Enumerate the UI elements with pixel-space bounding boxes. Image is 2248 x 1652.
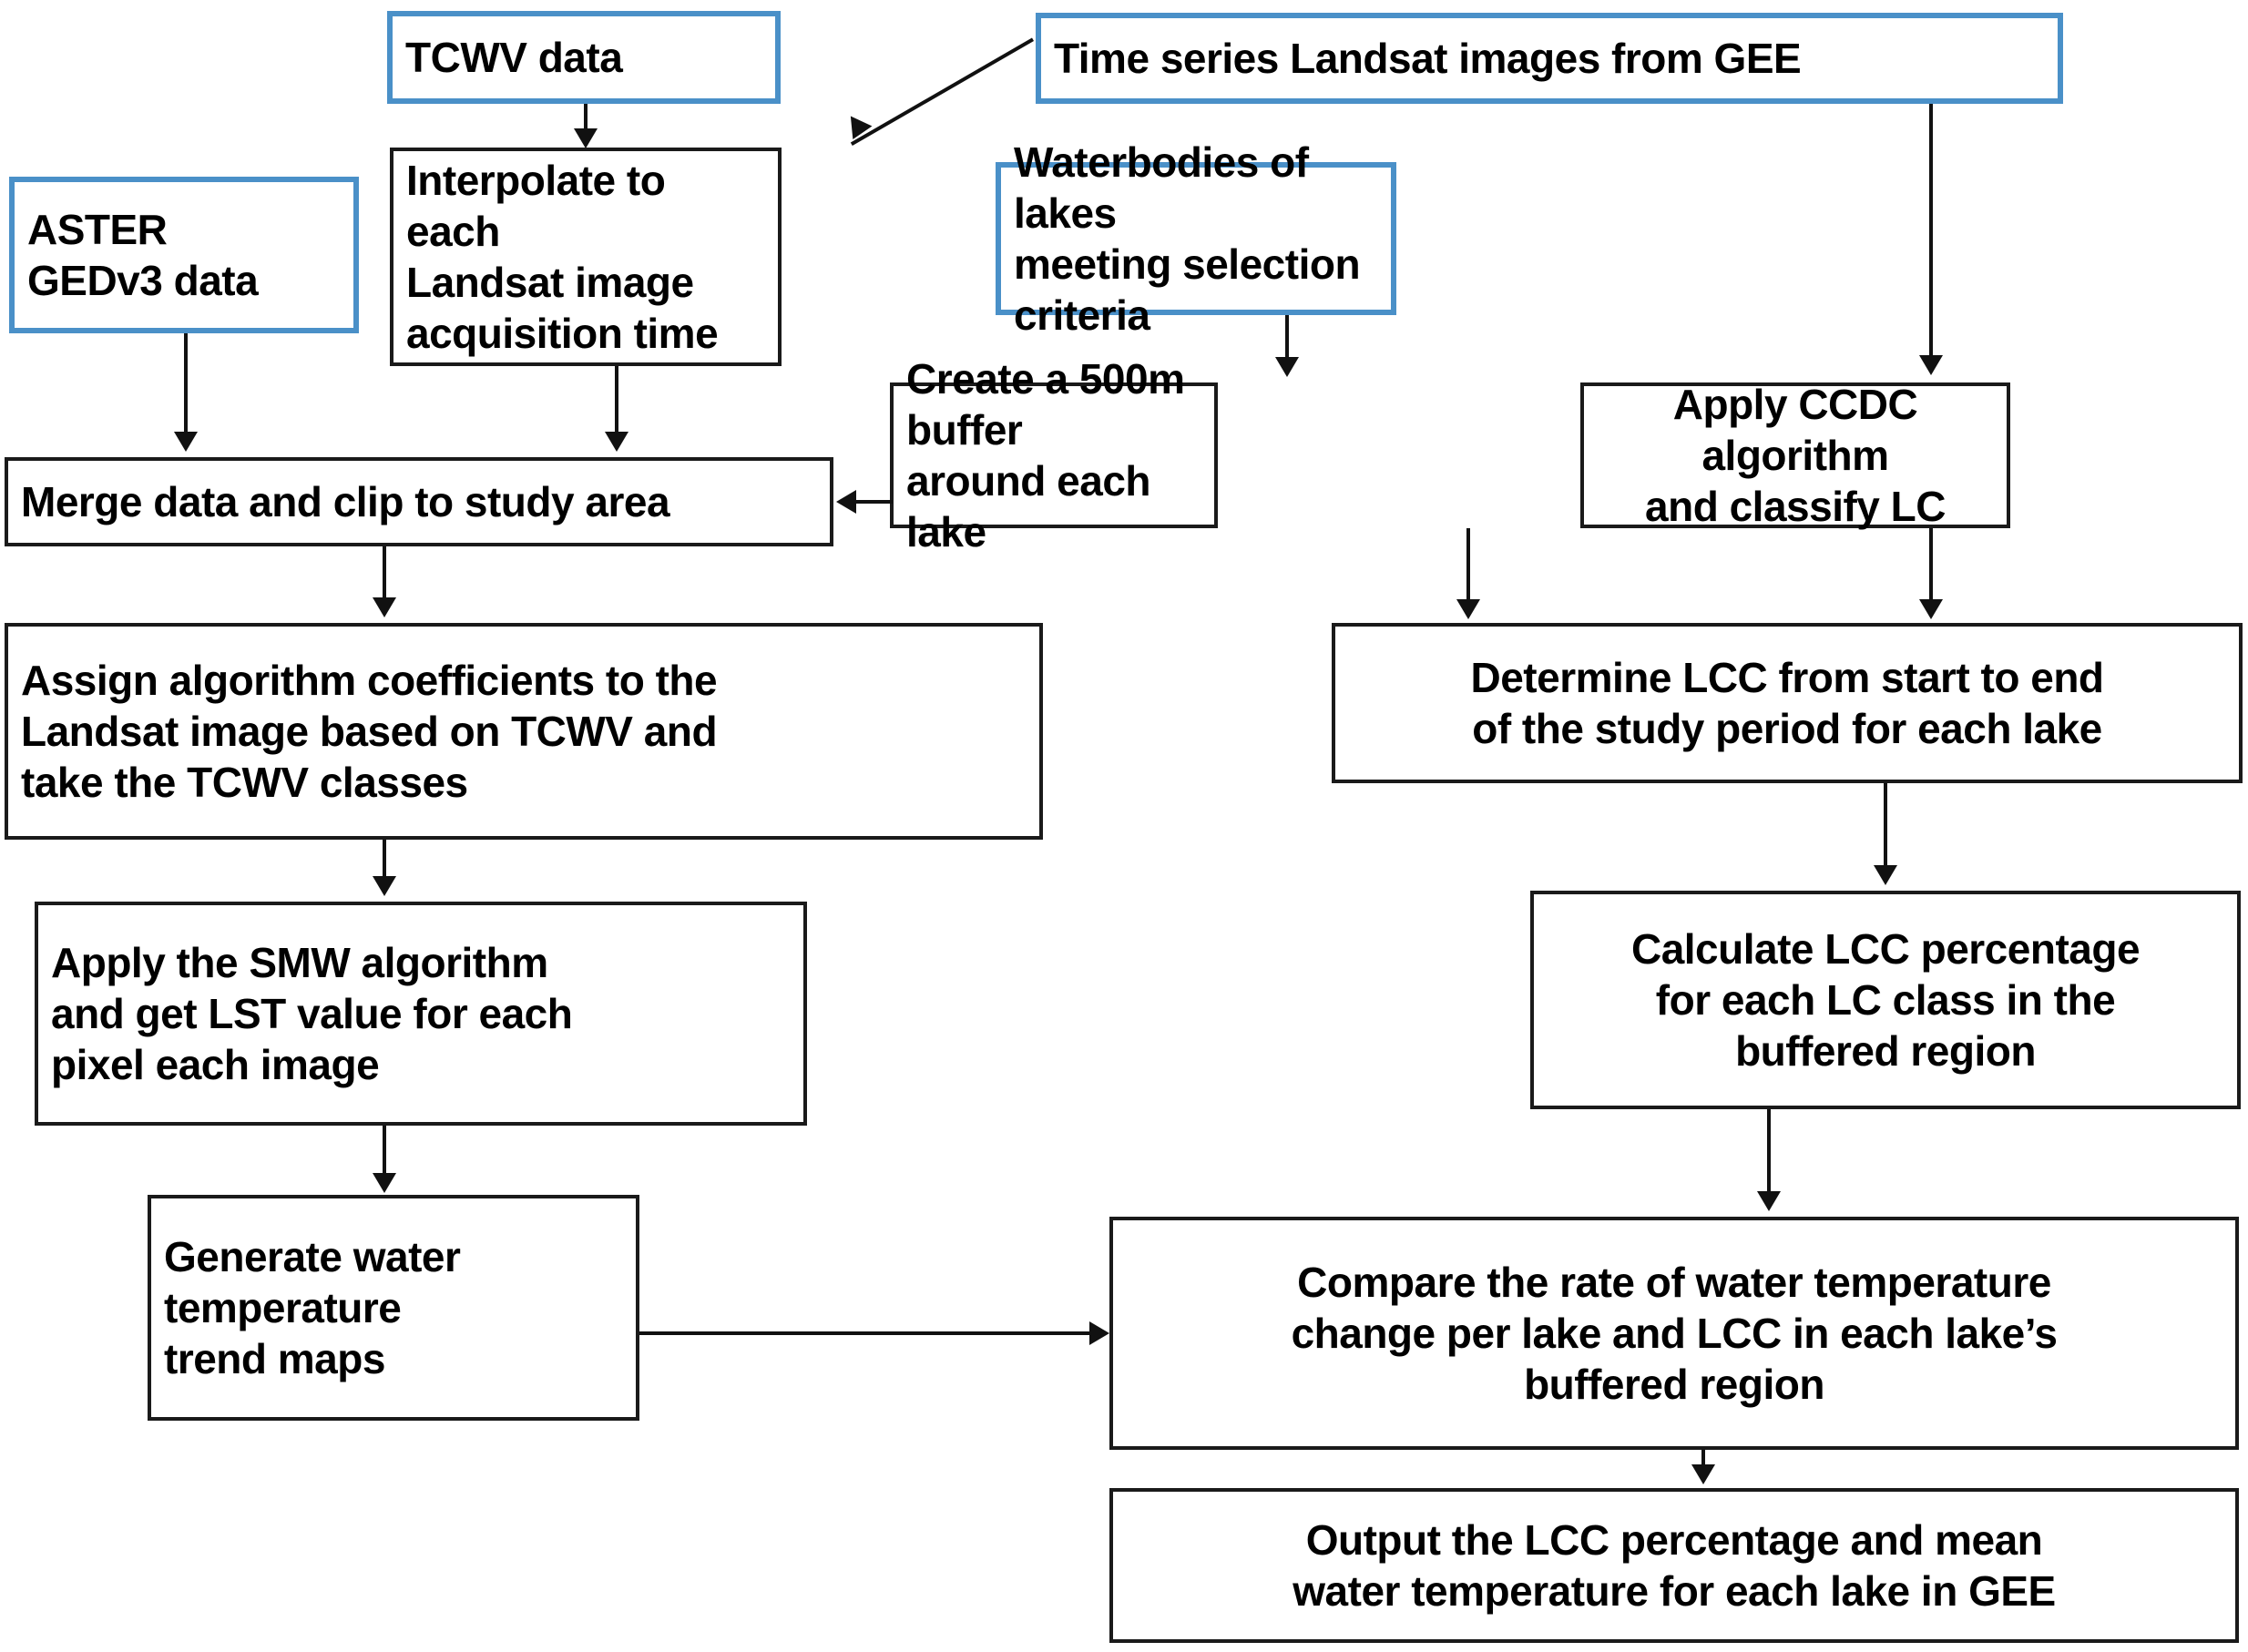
- node-label: Apply the SMW algorithm and get LST valu…: [51, 938, 573, 1089]
- node-trend-maps[interactable]: Generate water temperature trend maps: [148, 1195, 639, 1421]
- edge-merge-to-assign: [383, 546, 386, 599]
- edge-interpolate-to-merge-arrowhead: [605, 432, 628, 452]
- edge-assign-to-smw-arrowhead: [373, 876, 396, 896]
- node-label: Calculate LCC percentage for each LC cla…: [1630, 924, 2141, 1076]
- edge-waterbodies-to-buffer-arrowhead: [1275, 357, 1299, 377]
- edge-assign-to-smw: [383, 840, 386, 880]
- edge-aster-to-merge-arrowhead: [174, 432, 198, 452]
- edge-timeseries-to-interpolate: [850, 37, 1034, 146]
- edge-merge-to-assign-arrowhead: [373, 597, 396, 617]
- node-label: ASTER GEDv3 data: [27, 205, 259, 304]
- node-label: Output the LCC percentage and mean water…: [1293, 1515, 2056, 1615]
- edge-smw-to-trend-maps-arrowhead: [373, 1173, 396, 1193]
- edge-timeseries-to-interpolate-arrowhead: [842, 116, 873, 145]
- node-calculate-lcc-percentage[interactable]: Calculate LCC percentage for each LC cla…: [1530, 891, 2241, 1109]
- node-label: Merge data and clip to study area: [21, 477, 670, 525]
- edge-ccdc-to-determine-lcc: [1929, 528, 1933, 601]
- node-aster-gedv3[interactable]: ASTER GEDv3 data: [9, 177, 359, 333]
- node-label: Generate water temperature trend maps: [164, 1232, 461, 1383]
- node-waterbodies[interactable]: Waterbodies of lakes meeting selection c…: [996, 138, 1396, 339]
- node-label: Create a 500m buffer around each lake: [906, 354, 1185, 556]
- node-label: Apply CCDC algorithm and classify LC: [1645, 380, 1946, 531]
- edge-ccdc-to-determine-lcc-arrowhead: [1919, 599, 1943, 619]
- node-merge-clip[interactable]: Merge data and clip to study area: [5, 457, 833, 546]
- node-label: TCWV data: [405, 33, 623, 81]
- node-label: Compare the rate of water temperature ch…: [1291, 1258, 2058, 1409]
- node-label: Determine LCC from start to end of the s…: [1470, 653, 2104, 752]
- node-label: Waterbodies of lakes meeting selection c…: [1014, 138, 1361, 340]
- edge-buffer-to-merge: [856, 500, 893, 504]
- edge-smw-to-trend-maps: [383, 1126, 386, 1177]
- edge-determine-lcc-to-calculate: [1884, 783, 1887, 867]
- edge-trend-maps-to-compare: [639, 1331, 1091, 1335]
- node-label: Assign algorithm coefficients to the Lan…: [21, 656, 718, 807]
- node-label: Interpolate to each Landsat image acquis…: [406, 156, 719, 358]
- node-compare-rate[interactable]: Compare the rate of water temperature ch…: [1109, 1217, 2239, 1450]
- edge-buffer-to-merge-arrowhead: [836, 490, 856, 514]
- edge-waterbodies-to-buffer: [1285, 315, 1289, 359]
- edge-aster-to-merge: [184, 333, 188, 433]
- edge-calculate-to-compare-arrowhead: [1757, 1191, 1781, 1211]
- edge-calculate-to-compare: [1767, 1109, 1771, 1193]
- edge-buffer-to-determine-lcc-arrowhead: [1456, 599, 1480, 619]
- node-label: Time series Landsat images from GEE: [1054, 34, 1802, 82]
- node-output[interactable]: Output the LCC percentage and mean water…: [1109, 1488, 2239, 1643]
- node-create-buffer[interactable]: Create a 500m buffer around each lake: [890, 355, 1218, 556]
- edge-timeseries-to-ccdc-arrowhead: [1919, 355, 1943, 375]
- node-tcwv-data[interactable]: TCWV data: [387, 11, 781, 104]
- node-determine-lcc[interactable]: Determine LCC from start to end of the s…: [1332, 623, 2243, 783]
- node-apply-ccdc[interactable]: Apply CCDC algorithm and classify LC: [1580, 381, 2010, 530]
- edge-timeseries-to-ccdc: [1929, 104, 1933, 357]
- edge-tcwv-to-interpolate: [584, 104, 588, 131]
- node-assign-coefficients[interactable]: Assign algorithm coefficients to the Lan…: [5, 623, 1043, 840]
- node-apply-smw[interactable]: Apply the SMW algorithm and get LST valu…: [35, 902, 807, 1126]
- node-time-series-landsat[interactable]: Time series Landsat images from GEE: [1036, 13, 2063, 104]
- edge-determine-lcc-to-calculate-arrowhead: [1874, 865, 1897, 885]
- edge-compare-to-output-arrowhead: [1691, 1464, 1715, 1484]
- edge-interpolate-to-merge: [615, 366, 618, 433]
- edge-trend-maps-to-compare-arrowhead: [1089, 1321, 1109, 1345]
- edge-tcwv-to-interpolate-arrowhead: [574, 128, 598, 148]
- node-interpolate[interactable]: Interpolate to each Landsat image acquis…: [390, 148, 782, 366]
- edge-compare-to-output: [1701, 1450, 1705, 1468]
- edge-buffer-to-determine-lcc: [1466, 528, 1470, 601]
